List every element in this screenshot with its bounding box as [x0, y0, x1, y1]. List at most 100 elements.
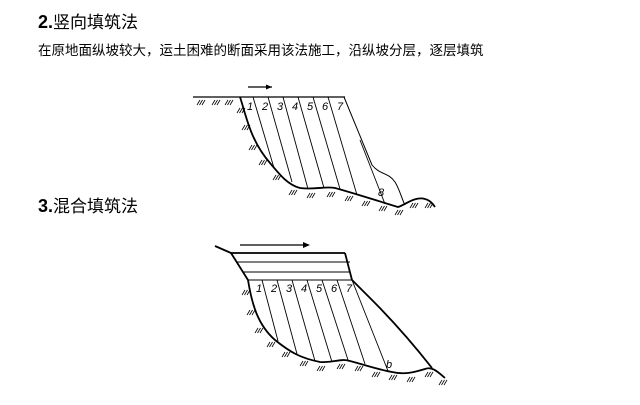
- hatch-mark: [246, 124, 251, 131]
- hatch-mark: [275, 174, 279, 181]
- hatch-mark: [339, 363, 343, 370]
- hatch-mark: [376, 371, 381, 378]
- layer-label: 5: [316, 283, 323, 295]
- hatch-mark: [364, 200, 368, 207]
- hatch-mark: [329, 191, 333, 198]
- hatch-mark: [293, 189, 298, 196]
- ground-hatching: [196, 99, 434, 216]
- natural-ground-line-left: [214, 245, 249, 281]
- ground-hatching: [241, 289, 448, 386]
- layer-line: [321, 279, 349, 361]
- hatch-mark: [229, 99, 234, 106]
- layer-line: [336, 279, 366, 365]
- layer-line: [297, 96, 325, 189]
- hatch-mark: [424, 371, 429, 378]
- hatch-mark: [374, 371, 378, 378]
- layer-label: 5: [307, 101, 314, 113]
- layer-line: [252, 96, 275, 169]
- hatch-mark: [427, 202, 431, 209]
- hatch-mark: [406, 376, 411, 383]
- hatch-mark: [299, 360, 304, 367]
- layer-line: [267, 96, 293, 183]
- natural-ground-line-right: [351, 279, 433, 369]
- natural-ground-line: [239, 96, 436, 208]
- layer-label: b: [386, 359, 392, 371]
- fill-slope-line: [343, 96, 406, 206]
- layer-label: 2: [270, 283, 277, 295]
- hatch-mark: [414, 202, 419, 209]
- hatch-mark: [284, 351, 288, 358]
- hatch-mark: [246, 289, 251, 296]
- hatch-mark: [309, 192, 313, 199]
- hatch-mark: [357, 365, 361, 372]
- hatch-mark: [397, 209, 401, 216]
- section-2-heading: 2.竖向填筑法: [38, 8, 138, 33]
- layer-line: [282, 96, 309, 190]
- hatch-mark: [336, 363, 341, 370]
- hatch-mark: [239, 107, 243, 114]
- layer-line: [306, 279, 333, 363]
- hatch-mark: [394, 209, 399, 216]
- hatch-mark: [424, 202, 429, 209]
- hatch-mark: [311, 192, 316, 199]
- hatch-mark: [286, 351, 291, 358]
- hatch-mark: [269, 341, 273, 348]
- hatch-mark: [263, 159, 268, 166]
- layer-label: 4: [301, 283, 307, 295]
- hatch-mark: [366, 200, 371, 207]
- layer-label: 1: [247, 101, 253, 113]
- hatch-mark: [241, 107, 246, 114]
- hatch-mark: [393, 374, 398, 381]
- layer-label: 6: [322, 101, 329, 113]
- hatch-mark: [241, 289, 246, 296]
- hatch-mark: [443, 379, 448, 386]
- hatch-mark: [281, 351, 286, 358]
- hatch-mark: [248, 144, 253, 151]
- section-number: 2.: [38, 12, 54, 32]
- hatch-mark: [381, 205, 385, 212]
- hatch-mark: [347, 195, 351, 202]
- hatch-mark: [216, 99, 221, 106]
- fill-layer-lines: [261, 279, 389, 372]
- hatch-mark: [236, 107, 241, 114]
- hatch-mark: [412, 202, 416, 209]
- hatch-mark: [288, 189, 293, 196]
- hatch-mark: [344, 195, 349, 202]
- hatch-mark: [259, 327, 264, 334]
- hatch-mark: [438, 379, 443, 386]
- hatch-mark: [427, 371, 431, 378]
- section-title: 混合填筑法: [53, 197, 139, 217]
- layer-line: [351, 279, 389, 372]
- hatch-mark: [388, 374, 393, 381]
- layer-line: [291, 279, 316, 362]
- layer-label: 3: [277, 101, 284, 113]
- hatch-mark: [199, 99, 203, 106]
- hatch-mark: [253, 144, 258, 151]
- hatch-mark: [246, 309, 251, 316]
- arrow-head-icon: [303, 242, 310, 248]
- hatch-mark: [302, 360, 306, 367]
- hatch-mark: [399, 209, 404, 216]
- fill-layer-lines: [252, 96, 386, 205]
- layer-line: [359, 139, 386, 205]
- hatch-mark: [411, 376, 416, 383]
- hatch-mark: [316, 365, 321, 372]
- hatch-mark: [271, 341, 276, 348]
- layer-label: 1: [256, 283, 262, 295]
- hatch-mark: [244, 289, 248, 296]
- layer-line: [327, 96, 358, 196]
- hatch-mark: [227, 99, 231, 106]
- hatch-mark: [251, 309, 256, 316]
- hatch-mark: [371, 371, 376, 378]
- hatch-mark: [214, 99, 218, 106]
- layer-label: 3: [286, 283, 293, 295]
- layer-line: [312, 96, 341, 190]
- hatch-mark: [257, 327, 261, 334]
- layer-label: 6: [331, 283, 338, 295]
- hatch-mark: [319, 365, 323, 372]
- hatch-mark: [241, 124, 246, 131]
- hatch-mark: [244, 124, 248, 131]
- hatch-mark: [331, 191, 336, 198]
